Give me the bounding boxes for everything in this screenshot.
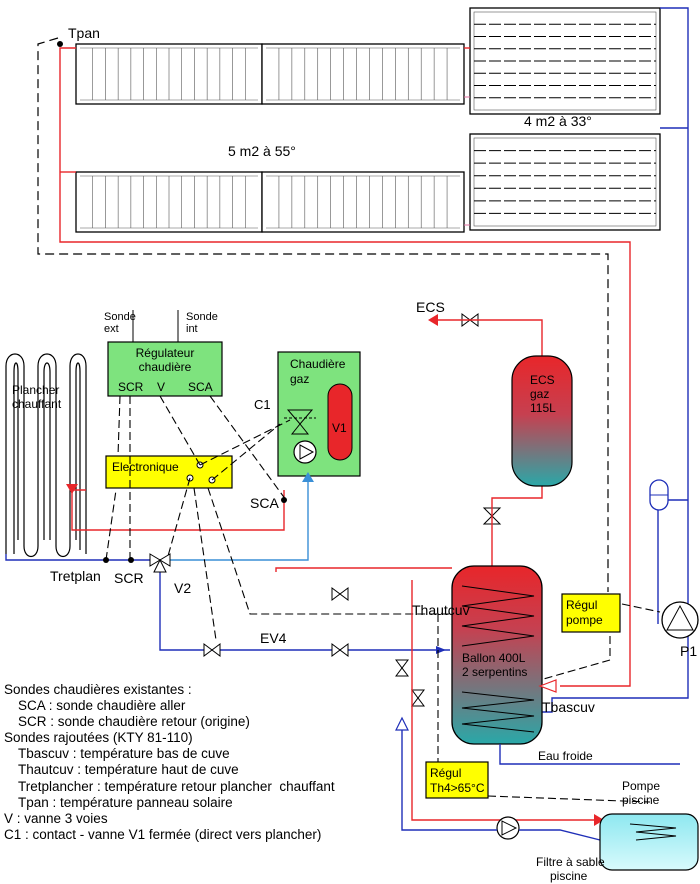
eau-froide-label: Eau froide (538, 749, 593, 763)
sonde-ext-label-2: ext (104, 323, 119, 335)
legend-row: Thautcuv : température haut de cuve (18, 762, 239, 778)
legend-row: Sondes rajoutées (KTY 81-110) (4, 730, 193, 746)
sonde-ext-label-1: Sonde (104, 311, 136, 323)
solar-panel-top-left (75, 43, 465, 105)
pompe-piscine-label-2: piscine (622, 793, 660, 807)
sca-label: SCA (250, 495, 279, 511)
boiler-title-1: Chaudière (290, 357, 346, 371)
pool-sand-filter (599, 813, 699, 871)
tpan-label: Tpan (68, 25, 100, 41)
legend-row: C1 : contact - vanne V1 fermée (direct v… (4, 826, 322, 842)
regul-th4-label-2: Th4>65°C (430, 781, 485, 795)
plancher-label-2: chauffant (12, 397, 62, 411)
tretplan-label: Tretplan (50, 568, 101, 584)
filtre-label-2: piscine (550, 869, 588, 883)
legend-row: Tbascuv : température bas de cuve (18, 746, 230, 762)
regulator-title-1: Régulateur (136, 346, 195, 360)
underfloor-heating (5, 353, 87, 558)
ev4-label: EV4 (260, 630, 287, 646)
legend-row: Sondes chaudières existantes : (4, 682, 192, 697)
pump-controller: Régul pompe (561, 593, 621, 633)
boiler-regulator: Régulateur chaudière SCR V SCA (107, 341, 223, 397)
tbascuv-label: Tbascuv (542, 699, 595, 715)
ballon-label-1: Ballon 400L (462, 651, 526, 665)
v2-label: V2 (174, 580, 191, 596)
ecs-tank-label-1: ECS (530, 373, 555, 387)
regulator-title-2: chaudière (139, 360, 192, 374)
legend-row: Tretplancher : température retour planch… (18, 778, 335, 794)
solar-panel-top-right (469, 7, 661, 115)
sonde-int-label-1: Sonde (186, 311, 218, 323)
p1-label: P1 (680, 643, 697, 659)
plancher-label-1: Plancher (12, 383, 59, 397)
regul-pompe-label-1: Régul (566, 598, 597, 612)
legend: Sondes chaudières existantes :SCA : sond… (4, 682, 424, 843)
regulator-scr-label: SCR (118, 380, 144, 394)
ecs-gas-tank: ECS gaz 115L (511, 355, 573, 487)
thautcuv-label: Thautcuv (412, 602, 470, 618)
electronique-label: Electronique (112, 460, 179, 474)
ballon-label-2: 2 serpentins (462, 665, 527, 679)
control-wires (105, 395, 661, 803)
regulator-sca-label: SCA (188, 380, 213, 394)
filtre-label-1: Filtre à sable (536, 855, 605, 869)
solar-panel-bottom-left (75, 171, 465, 233)
pump-p1 (661, 601, 699, 639)
sonde-int-label-2: int (186, 323, 198, 335)
solar-panel-bottom-right (469, 133, 661, 231)
ecs-tank-label-2: gaz (530, 387, 549, 401)
legend-row: SCA : sonde chaudière aller (18, 698, 186, 714)
panel-large-label: 5 m2 à 55° (228, 143, 296, 159)
ecs-label: ECS (416, 299, 445, 315)
electronic-module: Electronique (105, 455, 233, 489)
pompe-piscine-label-1: Pompe (622, 779, 660, 793)
pool-pump (496, 816, 520, 840)
tpan-sensor (57, 41, 63, 47)
regul-pompe-label-2: pompe (566, 613, 603, 627)
gas-boiler: Chaudière gaz V1 (277, 351, 361, 477)
legend-row: SCR : sonde chaudière retour (origine) (18, 714, 250, 730)
heating-cold-pipe (5, 554, 450, 651)
boiler-title-2: gaz (290, 372, 309, 386)
legend-row: Tpan : température panneau solaire (18, 794, 233, 810)
ecs-tank-label-3: 115L (530, 401, 556, 415)
regulator-v-label: V (157, 380, 165, 394)
storage-tank-400l: Ballon 400L 2 serpentins (451, 565, 543, 745)
tpan-sensor-line (37, 37, 609, 592)
c1-label: C1 (254, 397, 271, 412)
three-way-valve-v2 (149, 553, 171, 573)
solar-hot-pipe (59, 47, 631, 687)
regul-th4-label-1: Régul (430, 766, 461, 780)
v1-label: V1 (332, 421, 347, 435)
panel-small-label: 4 m2 à 33° (524, 113, 592, 129)
legend-row: V : vanne 3 voies (4, 810, 108, 826)
expansion-vessel (649, 479, 669, 511)
scr-label: SCR (114, 570, 144, 586)
heating-hot-pipe (71, 489, 452, 572)
th4-controller: Régul Th4>65°C (425, 761, 489, 799)
